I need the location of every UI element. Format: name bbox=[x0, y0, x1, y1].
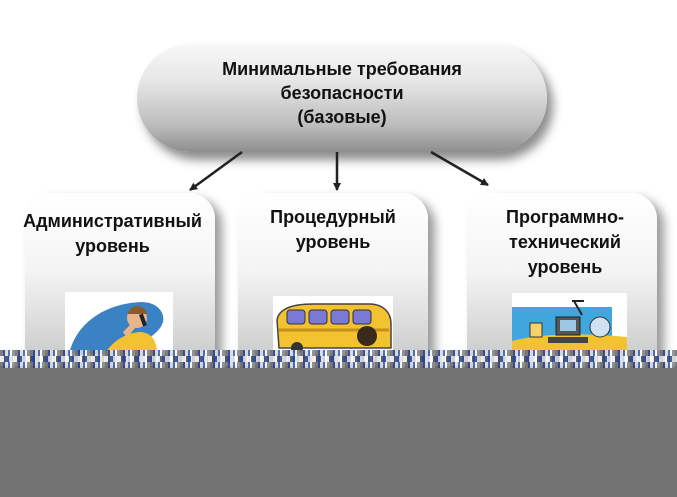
software-technical-line-2: технический bbox=[509, 232, 621, 252]
administrative-line-1: Административный bbox=[23, 211, 202, 231]
administrative-level-label: Административный уровень bbox=[10, 209, 215, 259]
bus-passenger-illustration bbox=[273, 296, 393, 354]
top-label-line-1: Минимальные требования bbox=[222, 59, 462, 79]
computer-desk-illustration bbox=[512, 293, 627, 353]
arrow-to-administrative bbox=[189, 150, 243, 192]
top-requirement-node bbox=[137, 44, 547, 152]
arrow-to-software-technical bbox=[430, 150, 489, 187]
top-label-line-2: безопасности bbox=[280, 83, 404, 103]
procedural-line-2: уровень bbox=[295, 232, 371, 252]
top-label-line-3: (базовые) bbox=[297, 107, 387, 127]
bottom-gray-area bbox=[0, 366, 677, 497]
procedural-line-1: Процедурный bbox=[270, 207, 396, 227]
person-on-phone-illustration bbox=[65, 292, 173, 354]
transition-noise-band-2 bbox=[0, 356, 677, 362]
administrative-line-2: уровень bbox=[75, 236, 150, 256]
software-technical-line-3: уровень bbox=[527, 257, 603, 277]
procedural-level-label: Процедурный уровень bbox=[238, 205, 428, 255]
software-technical-line-1: Программно- bbox=[506, 207, 624, 227]
software-technical-level-label: Программно- технический уровень bbox=[480, 205, 650, 280]
top-requirement-label: Минимальные требования безопасности (баз… bbox=[137, 57, 547, 129]
